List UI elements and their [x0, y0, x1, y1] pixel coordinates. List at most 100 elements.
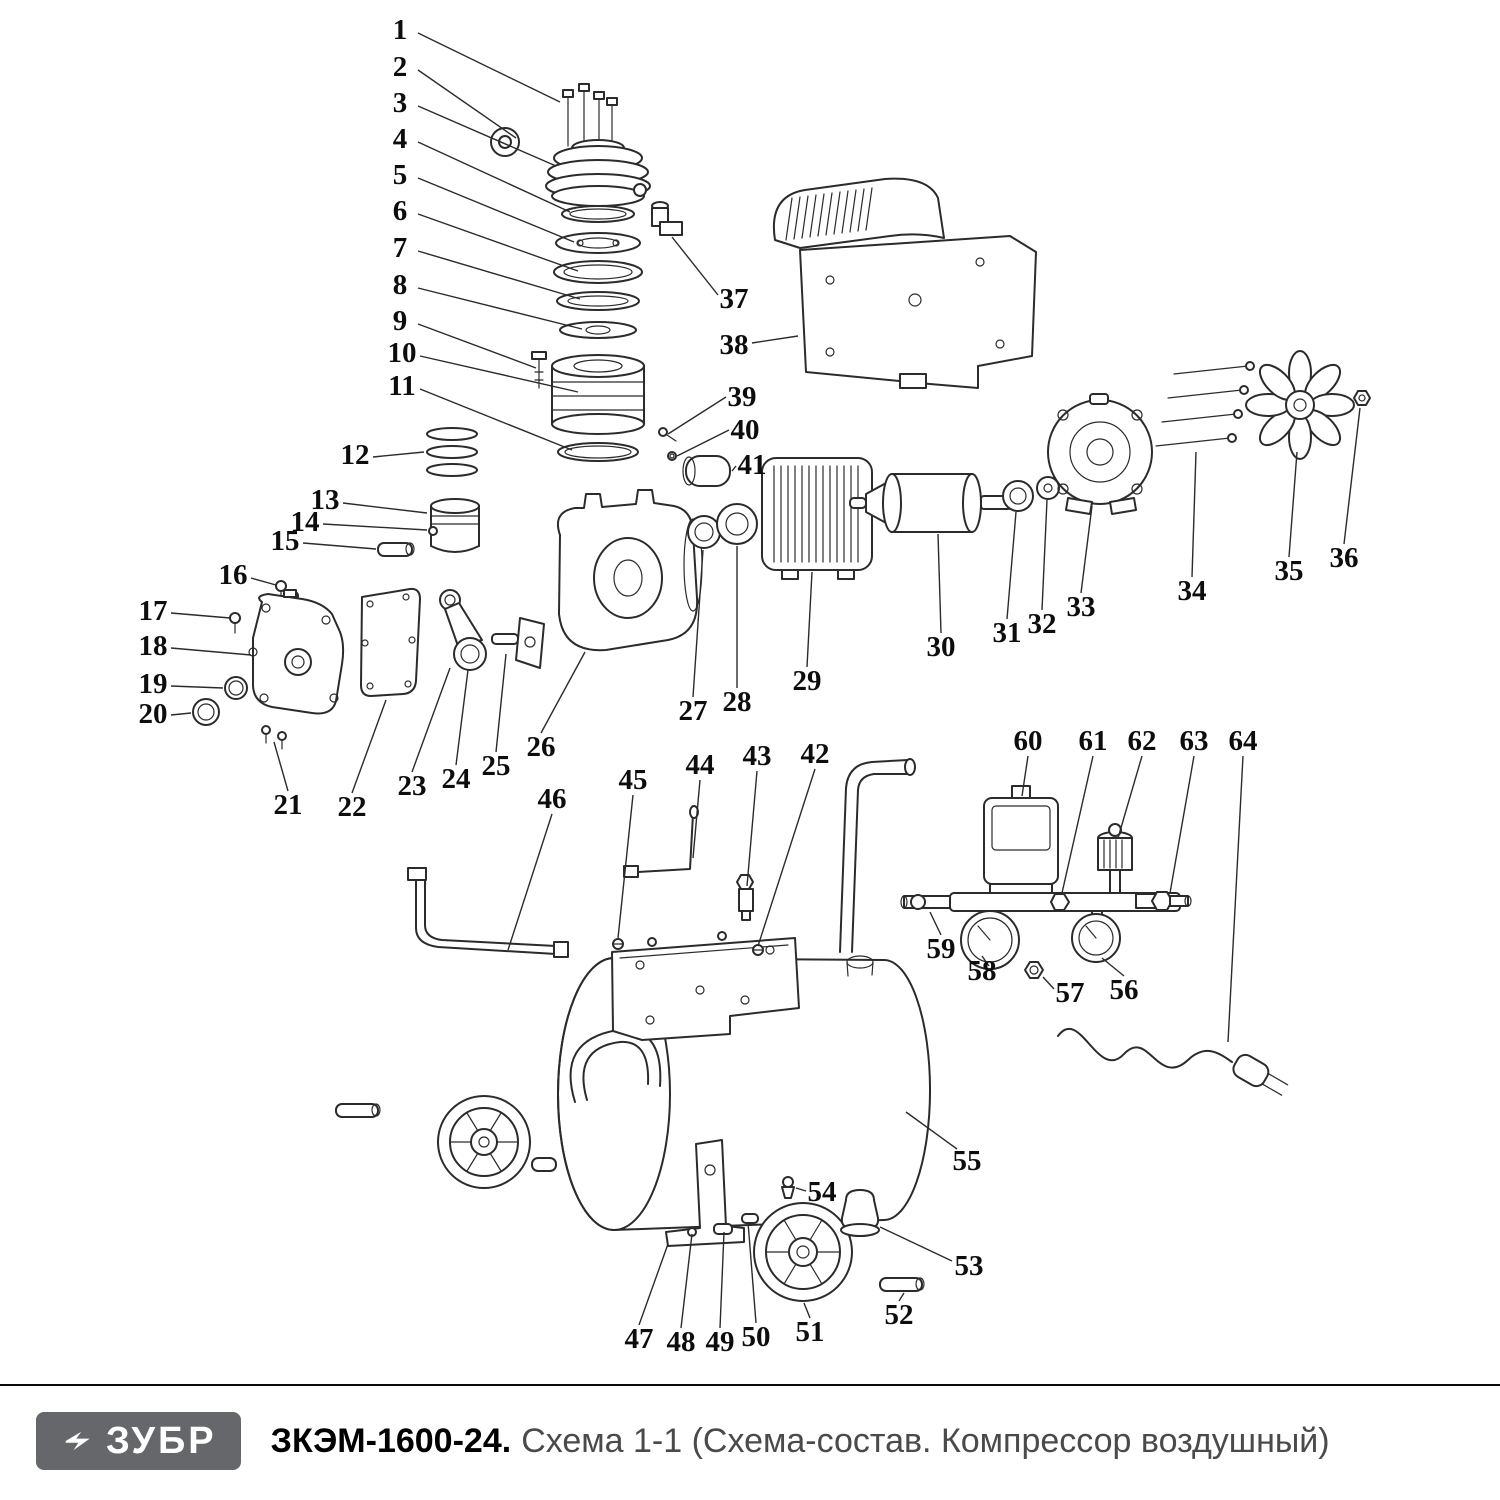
part-label-56: 56: [1110, 974, 1139, 1006]
piston-rings: [426, 427, 478, 477]
leader-line-42: [757, 768, 816, 947]
part-label-17: 17: [139, 595, 168, 627]
outlet-coupler: [1135, 891, 1192, 911]
leader-line-35: [1288, 451, 1298, 558]
discharge-pipe: [407, 867, 569, 958]
motor-stator: [761, 457, 873, 580]
motor-shroud: [772, 177, 1037, 389]
leader-line-55: [905, 1111, 958, 1150]
cover-bolts: [261, 725, 287, 750]
part-label-3: 3: [393, 87, 408, 119]
leader-line-60: [1021, 755, 1029, 797]
part-label-5: 5: [393, 159, 408, 191]
part-label-52: 52: [885, 1299, 914, 1331]
leader-line-27: [692, 549, 704, 698]
leader-line-43: [746, 770, 758, 887]
leader-line-23: [411, 667, 451, 773]
part-label-40: 40: [731, 414, 760, 446]
motor-through-bolts: [1155, 361, 1255, 447]
exploded-view-diagram: 1234567891011121314151617181920212223242…: [139, 14, 1371, 1358]
part-label-13: 13: [311, 484, 340, 516]
part-label-19: 19: [139, 668, 168, 700]
diagram-title: ЗКЭМ-1600-24.Схема 1-1 (Схема-состав. Ко…: [271, 1422, 1330, 1461]
leader-line-52: [898, 1292, 905, 1302]
part-label-42: 42: [801, 738, 830, 770]
drain-valve: [781, 1176, 795, 1199]
part-label-30: 30: [927, 631, 956, 663]
leader-line-30: [937, 533, 942, 634]
leader-line-54: [795, 1187, 807, 1192]
pressure-gauge-right: [1071, 910, 1121, 963]
valve-plate-lower: [559, 321, 637, 339]
part-label-43: 43: [743, 740, 772, 772]
part-label-28: 28: [723, 686, 752, 718]
cover-gasket: [360, 587, 421, 697]
leader-line-14: [322, 523, 428, 531]
leader-line-9: [417, 323, 537, 369]
leader-line-18: [170, 647, 252, 656]
leader-line-44: [692, 779, 701, 859]
part-label-54: 54: [808, 1176, 837, 1208]
part-label-33: 33: [1067, 591, 1096, 623]
connecting-rod: [439, 589, 487, 671]
leader-line-22: [351, 699, 387, 794]
leader-line-16: [250, 577, 277, 586]
pump-mount-bracket: [611, 931, 800, 1041]
part-label-60: 60: [1014, 725, 1043, 757]
leader-line-4: [417, 141, 571, 213]
part-label-37: 37: [720, 283, 749, 315]
part-label-62: 62: [1128, 725, 1157, 757]
leader-line-51: [803, 1302, 811, 1319]
leader-line-24: [455, 669, 469, 766]
part-label-48: 48: [667, 1326, 696, 1358]
valve-plate: [553, 260, 643, 284]
piston: [430, 498, 480, 553]
cylinder: [551, 354, 645, 435]
part-label-8: 8: [393, 269, 408, 301]
oil-cap: [192, 698, 220, 726]
leader-line-61: [1061, 755, 1094, 894]
part-label-41: 41: [738, 449, 767, 481]
axle-spacer: [531, 1157, 557, 1172]
part-label-57: 57: [1056, 977, 1085, 1009]
foot-hardware: [687, 1213, 759, 1237]
front-bearing: [716, 503, 758, 545]
rubber-foot: [840, 1189, 880, 1237]
brand-logo: ЗУБР: [36, 1412, 241, 1470]
part-label-1: 1: [393, 14, 408, 46]
part-label-61: 61: [1079, 725, 1108, 757]
leader-line-29: [806, 571, 813, 668]
leader-line-50: [747, 1221, 757, 1324]
wave-washer: [1036, 476, 1060, 500]
part-label-47: 47: [625, 1323, 654, 1355]
part-label-31: 31: [993, 617, 1022, 649]
part-label-29: 29: [793, 665, 822, 697]
leader-line-46: [507, 813, 553, 951]
push-handle: [839, 758, 916, 953]
part-label-39: 39: [728, 381, 757, 413]
leader-line-19: [170, 685, 224, 689]
leader-line-12: [372, 451, 425, 458]
part-label-16: 16: [219, 559, 248, 591]
coupler-nut: [1024, 961, 1044, 979]
footer-divider: [0, 1384, 1500, 1386]
part-label-50: 50: [742, 1321, 771, 1353]
part-label-18: 18: [139, 630, 168, 662]
leader-line-6: [417, 213, 579, 272]
leader-line-20: [170, 712, 192, 716]
part-label-49: 49: [706, 1326, 735, 1358]
leader-line-56: [1101, 957, 1125, 977]
leader-line-59: [929, 911, 942, 936]
leader-line-7: [417, 250, 581, 300]
part-label-59: 59: [927, 933, 956, 965]
part-label-20: 20: [139, 698, 168, 730]
part-label-9: 9: [393, 305, 408, 337]
front-cover-screw: [229, 612, 241, 634]
part-label-7: 7: [393, 232, 408, 264]
part-label-25: 25: [482, 750, 511, 782]
part-label-63: 63: [1180, 725, 1209, 757]
pressure-switch: [983, 785, 1059, 895]
leader-line-33: [1080, 505, 1093, 594]
part-label-53: 53: [955, 1250, 984, 1282]
cylinder-head: [545, 139, 651, 207]
